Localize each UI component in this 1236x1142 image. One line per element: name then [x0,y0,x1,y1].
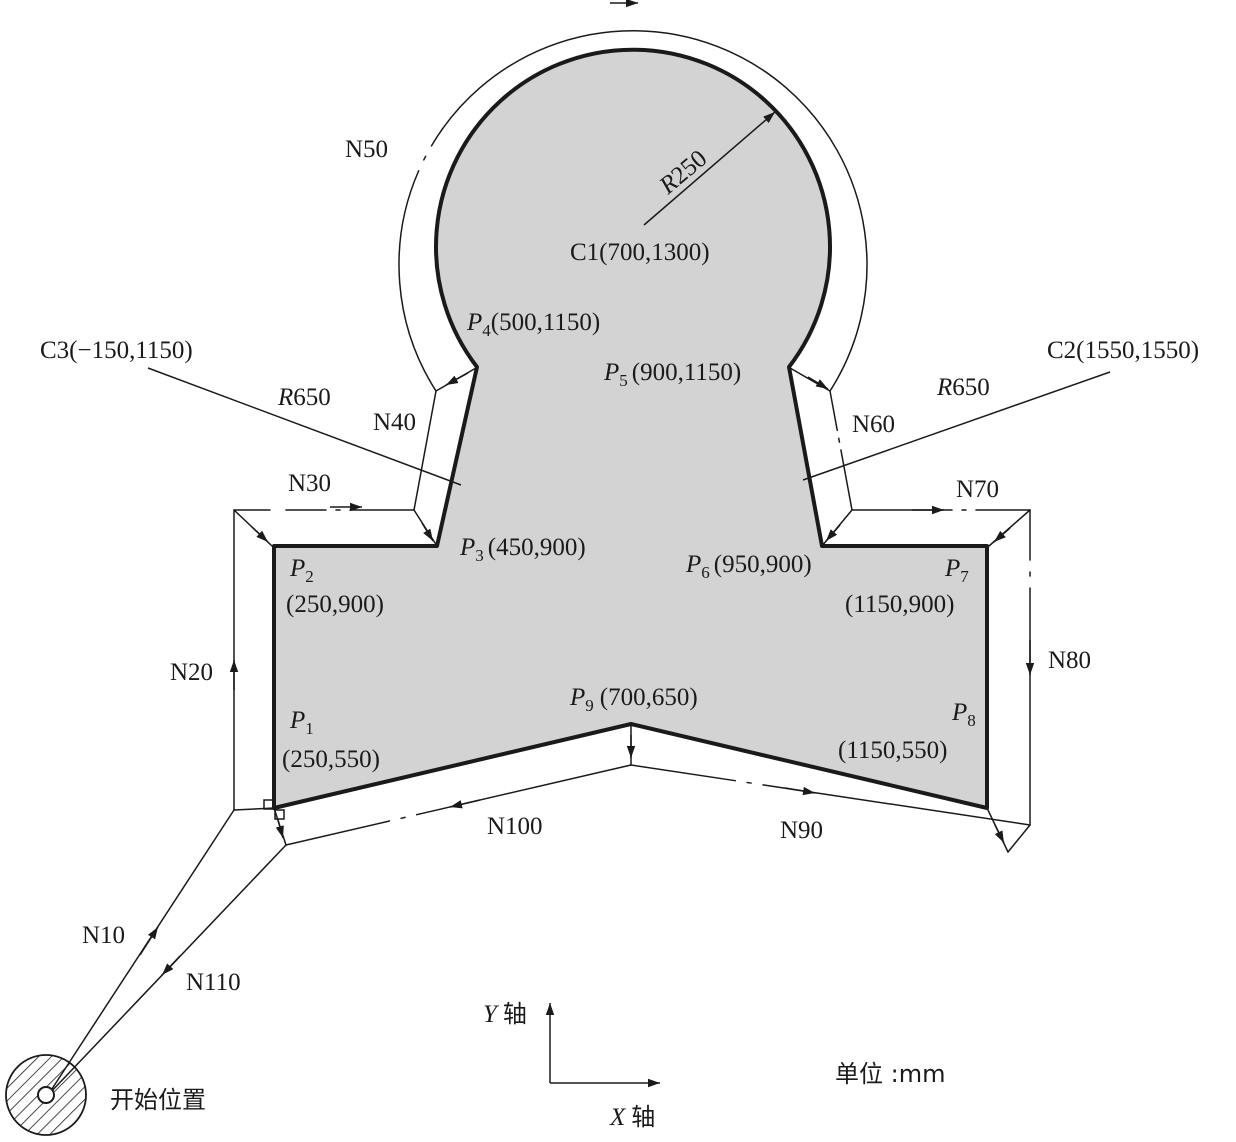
label-p7-coords: (1150,900) [845,591,954,618]
label-n30: N30 [288,470,331,497]
label-n50: N50 [345,136,388,163]
arrow-n10 [139,926,159,956]
label-p1: P1 [289,707,314,738]
arrow-p3-corner [421,522,434,542]
arrow-p1-corner [275,819,284,839]
path-n40 [413,390,437,511]
label-n70: N70 [956,476,999,503]
arrow-n60 [807,376,829,390]
path-n60 [829,390,853,511]
label-p1-coords: (250,550) [282,746,380,773]
label-n110: N110 [186,969,241,996]
label-start-position: 开始位置 [110,1086,206,1114]
label-c2: C2(1550,1550) [1047,337,1199,364]
arrow-p6-corner [825,524,841,542]
arrow-p2-corner [251,526,269,543]
label-p8: P8 [951,699,976,730]
label-r650-left: R650 [277,384,331,411]
arrow-n40 [445,372,469,386]
label-n90: N90 [780,817,823,844]
label-n100: N100 [487,813,543,840]
label-r650-right: R650 [936,374,990,401]
arrow-p7-corner [993,527,1011,543]
label-p5: P5(900,1150) [603,359,741,390]
label-n80: N80 [1048,647,1091,674]
arrow-n100 [449,799,481,809]
label-c1: C1(700,1300) [570,239,710,266]
r250-line [643,111,776,226]
workpiece-profile [272,47,989,810]
label-p2-coords: (250,900) [286,591,384,618]
label-p9: P9(700,650) [569,684,698,715]
r650-right-line [802,371,1111,481]
axes [545,1003,660,1088]
arrow-n110 [161,955,181,976]
label-n40: N40 [373,409,416,436]
corner-p5 [789,367,831,392]
label-p8-coords: (1150,550) [838,737,947,764]
direction-arrows [139,0,1035,976]
label-n20: N20 [170,659,213,686]
label-unit: 单位 :mm [835,1060,945,1088]
label-p7: P7 [944,555,969,586]
label-p4: P4(500,1150) [466,309,600,340]
label-p6: P6(950,900) [685,551,812,582]
label-p2: P2 [289,555,314,586]
r650-left-line [147,367,462,486]
label-n10: N10 [82,922,125,949]
radius-lines [147,111,1111,486]
label-p3: P3(450,900) [459,534,586,565]
path-n50 [398,30,868,392]
label-c3: C3(−150,1150) [40,337,193,364]
arrow-n90 [784,786,816,796]
start-position-symbol [5,1054,87,1136]
right-angle-mark-2 [274,809,285,820]
path-n90 [630,764,1031,826]
label-n60: N60 [852,411,895,438]
right-angle-mark-1 [263,799,274,810]
corner-p8 [1007,824,1031,853]
arrow-p8-corner [994,824,1005,844]
